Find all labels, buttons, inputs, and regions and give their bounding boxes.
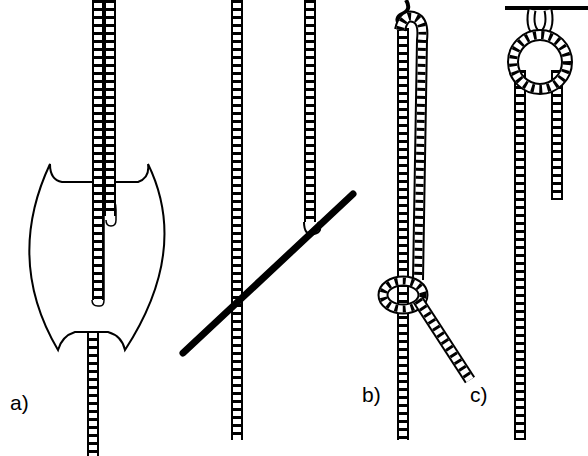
figure-label: c) bbox=[470, 384, 488, 405]
figure-label: a) bbox=[10, 392, 29, 413]
rope-hitch-b bbox=[383, 0, 470, 440]
rope-knot-c bbox=[505, 8, 588, 440]
rope-bar bbox=[183, 0, 353, 440]
rope-plate-a bbox=[29, 0, 164, 456]
figure-label: b) bbox=[362, 384, 381, 405]
